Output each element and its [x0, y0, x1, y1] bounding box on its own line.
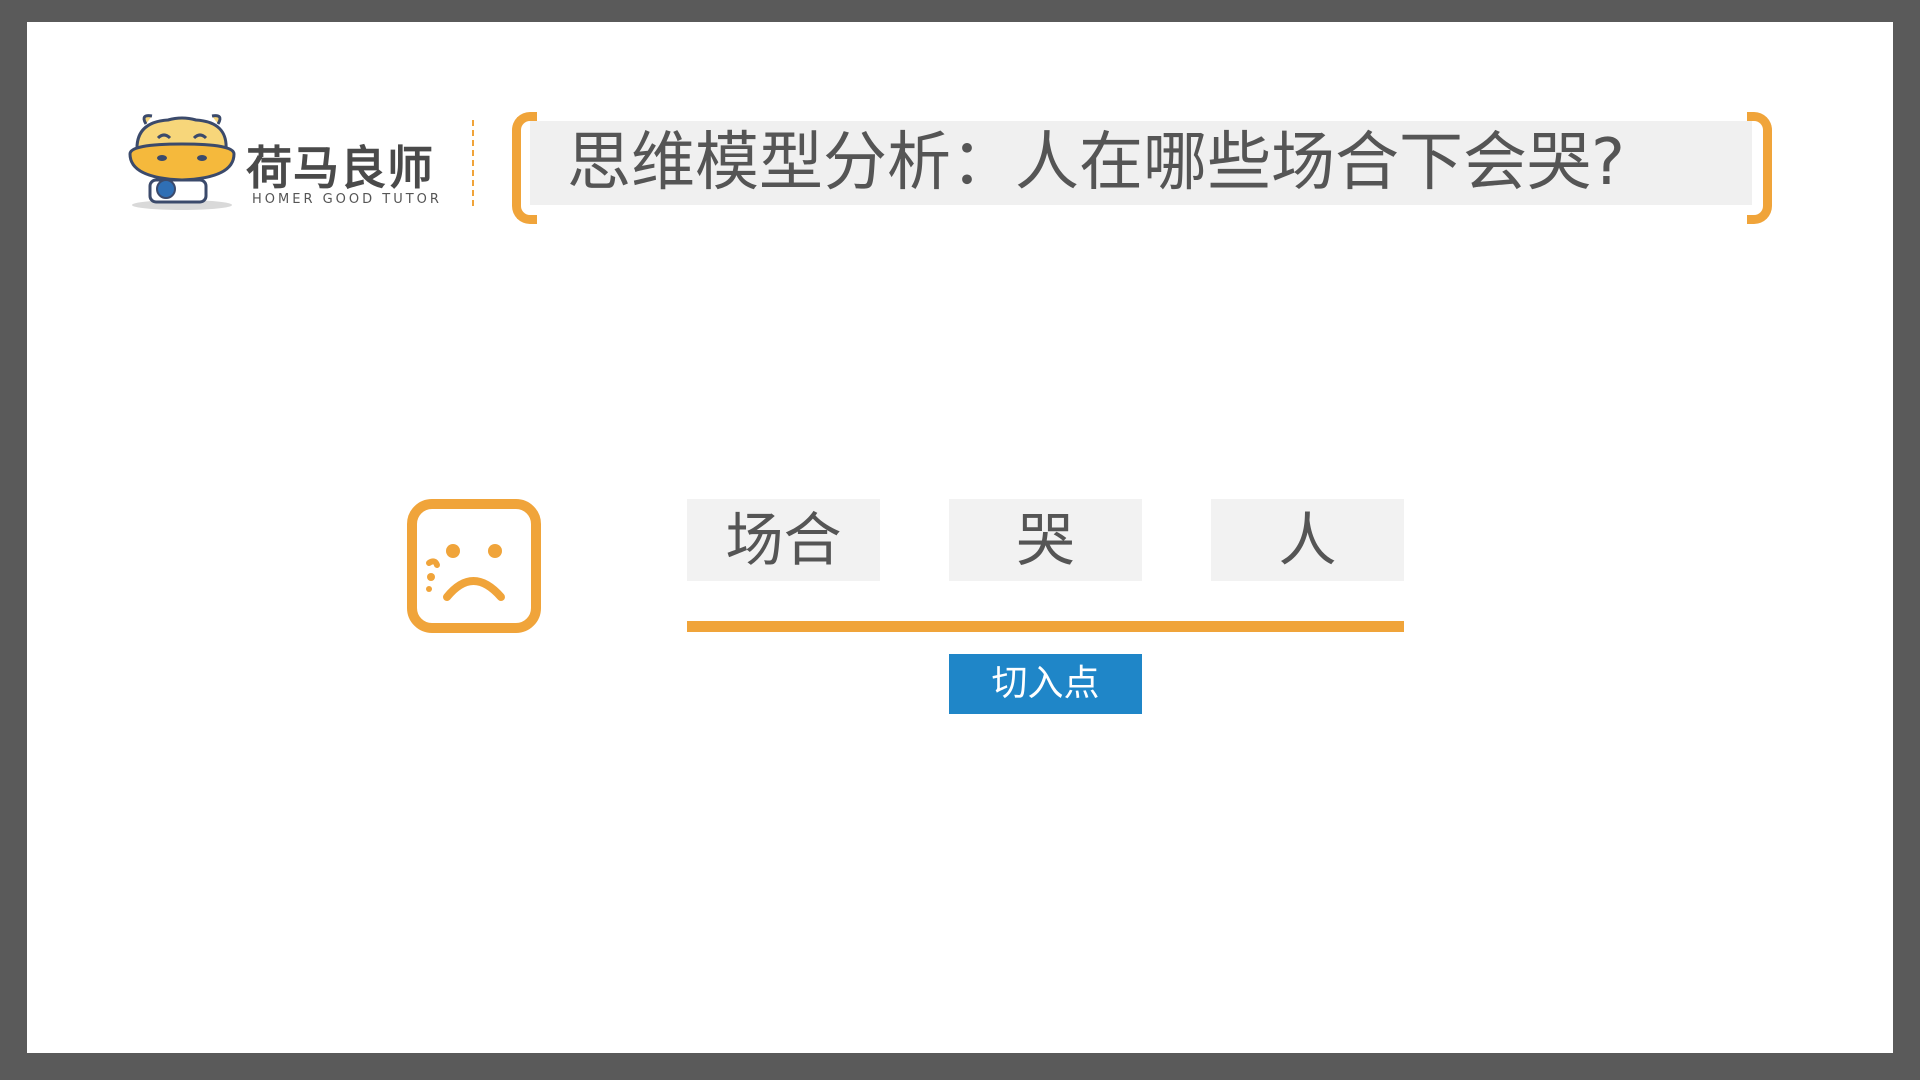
keyword-cry: 哭 [949, 499, 1142, 581]
slide: 荷马良师 HOMER GOOD TUTOR 思维模型分析：人在哪些场合下会哭? … [27, 22, 1893, 1053]
entry-point-callout: 切入点 [949, 654, 1142, 714]
keyword-underline [687, 621, 1404, 632]
brand-name-cn: 荷马良师 [246, 141, 434, 195]
sad-crying-face-icon [407, 499, 541, 633]
brand-name-en: HOMER GOOD TUTOR [252, 192, 442, 207]
brand-logo: 荷马良师 HOMER GOOD TUTOR [122, 110, 472, 230]
page-title: 思维模型分析：人在哪些场合下会哭? [567, 126, 1625, 200]
keyword-person: 人 [1211, 499, 1404, 581]
hippo-mascot-icon [128, 114, 236, 210]
right-bracket-icon [1747, 112, 1772, 224]
logo-divider [472, 120, 474, 206]
title-background [530, 121, 1752, 205]
title-bar: 思维模型分析：人在哪些场合下会哭? [512, 112, 1772, 224]
left-bracket-icon [512, 112, 537, 224]
keyword-occasion: 场合 [687, 499, 880, 581]
